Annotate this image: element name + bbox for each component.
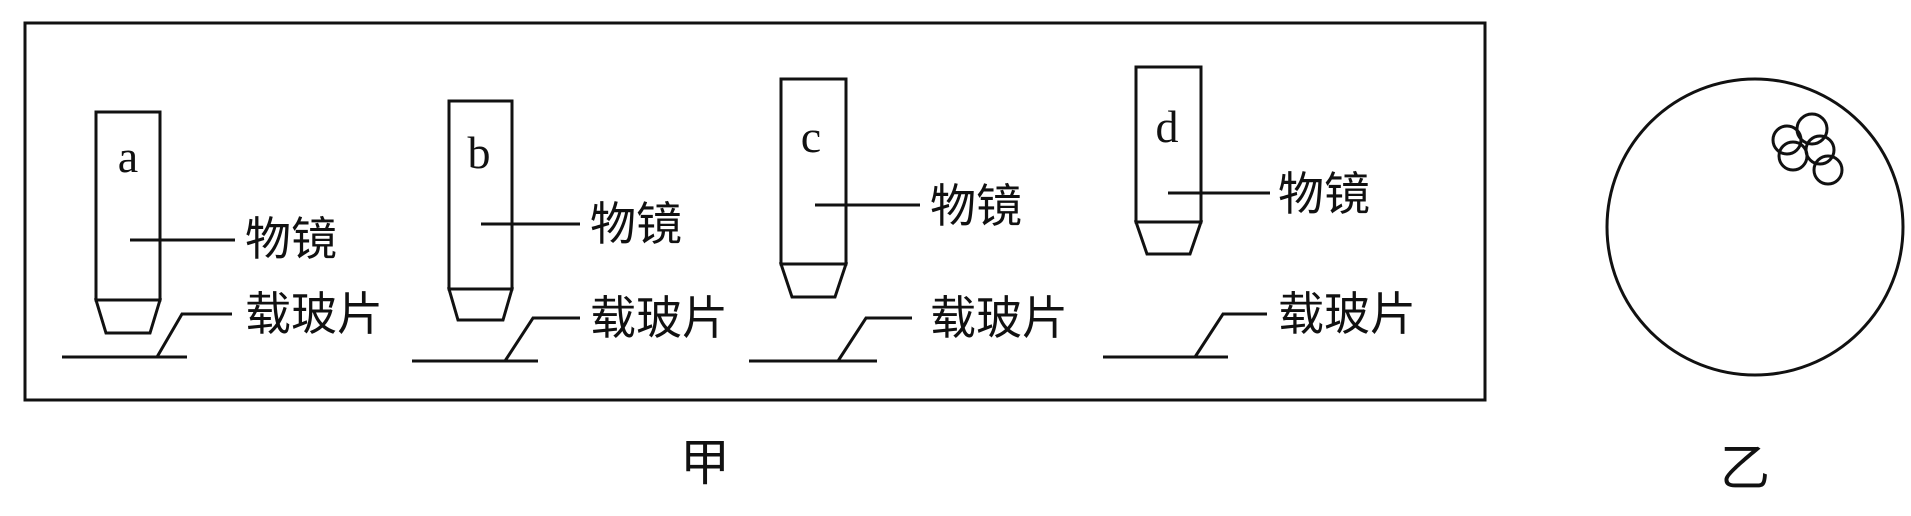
objective-a: a 物镜 载玻片	[62, 110, 383, 359]
cell-5	[1812, 154, 1844, 186]
objective-d-letter: d	[1156, 101, 1179, 152]
objective-b-tip	[447, 287, 514, 322]
slide-a-label: 载玻片	[245, 287, 383, 341]
cell-4	[1804, 134, 1836, 166]
slide-c-label: 载玻片	[930, 291, 1068, 345]
objective-a-letter: a	[118, 131, 138, 182]
cell-3	[1777, 140, 1809, 172]
slide-d-label: 载玻片	[1278, 287, 1416, 341]
slide-c-leader	[836, 316, 912, 362]
objective-c-barrel	[779, 77, 848, 266]
objective-b-label: 物镜	[590, 197, 682, 251]
objective-b-letter: b	[468, 127, 491, 178]
objective-d: d 物镜 载玻片	[1103, 65, 1416, 359]
figure-yi-caption: 乙	[1720, 439, 1770, 497]
slide-a-leader	[155, 312, 232, 358]
objective-d-tip	[1133, 220, 1204, 256]
slide-b-label: 载玻片	[590, 291, 728, 345]
objective-c-label: 物镜	[930, 179, 1022, 233]
slide-d-leader	[1193, 312, 1267, 358]
objective-c-letter: c	[801, 111, 821, 162]
figure-yi	[1605, 77, 1905, 377]
objective-c: c 物镜 载玻片	[749, 77, 1068, 363]
figure-jia-frame	[23, 21, 1487, 402]
objective-d-label: 物镜	[1278, 167, 1370, 221]
objective-b: b 物镜 载玻片	[412, 99, 728, 363]
objective-a-tip	[93, 298, 163, 335]
slide-b-leader	[503, 316, 580, 362]
figure-jia-caption: 甲	[680, 434, 730, 492]
cell-2	[1795, 112, 1829, 146]
objective-a-label: 物镜	[245, 212, 337, 266]
objective-c-tip	[778, 262, 849, 299]
field-of-view-circle	[1605, 77, 1905, 377]
